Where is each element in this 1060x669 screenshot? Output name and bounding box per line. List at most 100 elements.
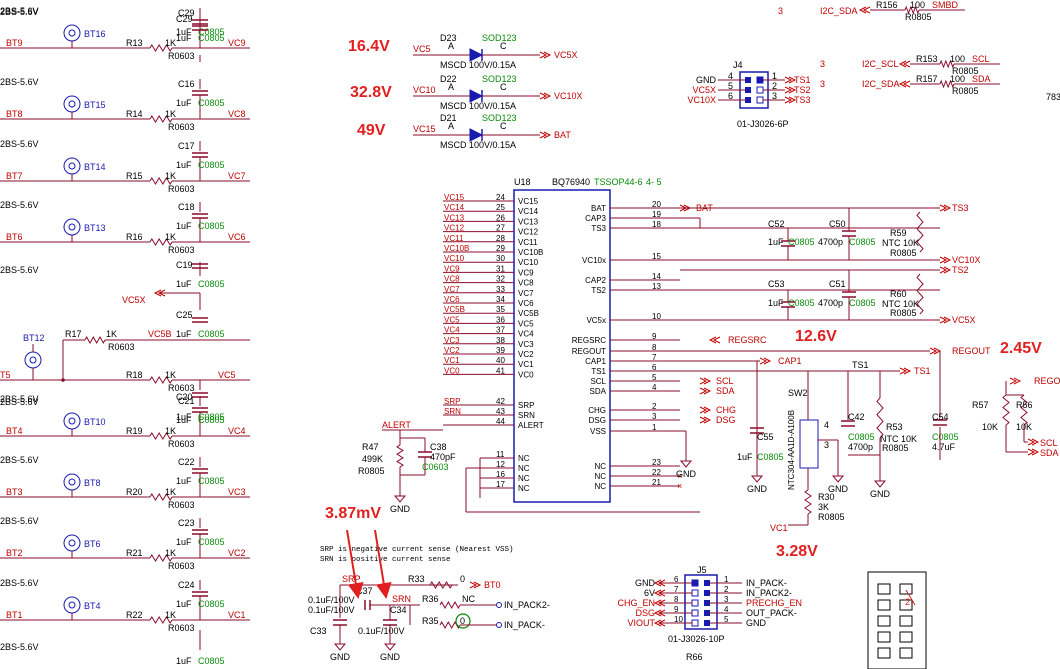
- resistor: [149, 44, 173, 52]
- connector-ref: J4: [733, 60, 743, 70]
- cap-value: 0.1uF/100V: [358, 626, 405, 636]
- cap-ref: C29: [176, 14, 193, 24]
- pin-number: 6: [652, 363, 657, 372]
- net-arrow: [657, 619, 666, 627]
- resistor-value: NTC 10K: [882, 238, 919, 248]
- resistor-ref: R21: [126, 548, 143, 558]
- battery-part: 2BS-5.6V: [0, 6, 39, 16]
- pin-name: VC9: [518, 268, 534, 277]
- pin-name: CAP1: [585, 357, 606, 366]
- net-arrow: [759, 357, 768, 365]
- pin-name: VC1: [518, 360, 534, 369]
- cap-value: 1uF: [176, 33, 192, 43]
- pin-number: 7: [674, 585, 679, 594]
- net-arrow: [929, 347, 938, 355]
- net-label: VC4: [228, 426, 246, 436]
- pin-name: VC3: [518, 340, 534, 349]
- net-arrow: [784, 86, 793, 94]
- cap-value: 1uF: [176, 599, 192, 609]
- no-connect-mark: ×: [677, 481, 682, 491]
- net-arrow: [898, 60, 907, 68]
- net-label: BAT: [554, 130, 571, 140]
- cap-ref: C37: [356, 586, 373, 596]
- annotation-arrow: [346, 529, 364, 599]
- net-label: CHG: [716, 405, 736, 415]
- cap-package: C0805: [932, 432, 959, 442]
- resistor-value: NC: [462, 594, 475, 604]
- ground-symbol: [383, 643, 397, 651]
- cap-ref: C50: [829, 219, 846, 229]
- battery-part: 2BS-5.6V: [0, 455, 39, 465]
- resistor-ref: R153: [916, 54, 938, 64]
- net-label: DSG: [716, 415, 736, 425]
- cap-ref: C52: [768, 219, 785, 229]
- connector-pin: [704, 610, 710, 616]
- net-label: TS1: [914, 366, 931, 376]
- ground-label: GND: [676, 469, 697, 479]
- resistor: [439, 600, 461, 610]
- cap-value: 4700p: [818, 237, 843, 247]
- cap-package: C0805: [848, 432, 875, 442]
- footprint-pin: [899, 615, 913, 627]
- connector-pin: [704, 620, 710, 626]
- pin-number: 12: [496, 460, 505, 469]
- battery-part: 2BS-5.6V: [0, 77, 39, 87]
- cap-ref: C54: [932, 412, 949, 422]
- annotation-arrow: [905, 589, 916, 606]
- battery-part: 2BS-5.6V: [0, 139, 39, 149]
- cap-value: 4700p: [848, 442, 873, 452]
- net-label: SCL: [716, 376, 734, 386]
- net-label: ALERT: [382, 420, 411, 430]
- net-arrow: [902, 80, 911, 88]
- net-arrow: [898, 80, 907, 88]
- connector-pin: [745, 97, 751, 103]
- sense-note: SRN is positive current sense: [320, 556, 451, 564]
- net-label: VC6: [228, 232, 246, 242]
- net-label: VC5: [218, 370, 236, 380]
- ground-label: GND: [390, 504, 411, 514]
- diode-ref: D23: [440, 33, 457, 43]
- pin-name: NC: [518, 464, 530, 473]
- pin-number: 5: [724, 615, 729, 624]
- footprint-pin: [877, 631, 891, 643]
- pin-number: 4: [724, 605, 729, 614]
- pin-name: VC14: [518, 207, 539, 216]
- resistor-ref: R59: [890, 228, 907, 238]
- net-arrow: [539, 92, 548, 100]
- battery-icon: [68, 478, 76, 486]
- resistor-ref: R157: [916, 74, 938, 84]
- cap-value: 4.7uF: [932, 442, 956, 452]
- net-label: VC14: [444, 203, 465, 212]
- net-arrow: [699, 387, 708, 395]
- cap-package: C0805: [198, 27, 225, 37]
- pin-name: CAP3: [585, 214, 606, 223]
- net-label: TS3: [794, 95, 811, 105]
- net-label: SDA: [1040, 448, 1059, 458]
- net-label: VC5X: [952, 315, 976, 325]
- cap-value: 1uF: [176, 329, 192, 339]
- pin-name: VC10: [518, 258, 539, 267]
- battery-icon: [68, 601, 76, 609]
- cap-ref: C17: [178, 141, 195, 151]
- pin-name: SDA: [590, 387, 607, 396]
- diode-symbol: [469, 89, 484, 103]
- net-label: REGSRC: [728, 335, 767, 345]
- resistor-package: R0603: [168, 51, 195, 61]
- resistor: [149, 238, 173, 246]
- net-arrow: [763, 357, 772, 365]
- pin-number: 4: [728, 71, 733, 81]
- cap-package: C0805: [788, 298, 815, 308]
- net-label: SMBD: [932, 0, 959, 10]
- pin-name: CHG: [588, 406, 606, 415]
- cap-ref: C53: [768, 279, 785, 289]
- ground-label: GND: [330, 652, 351, 662]
- battery-icon: [29, 356, 37, 364]
- battery-part: 2BS-5.6V: [0, 642, 39, 652]
- net-label: 6V: [644, 588, 655, 598]
- connector-pin: [691, 599, 699, 607]
- cap-value: 4700p: [818, 298, 843, 308]
- pin-number: 44: [496, 417, 505, 426]
